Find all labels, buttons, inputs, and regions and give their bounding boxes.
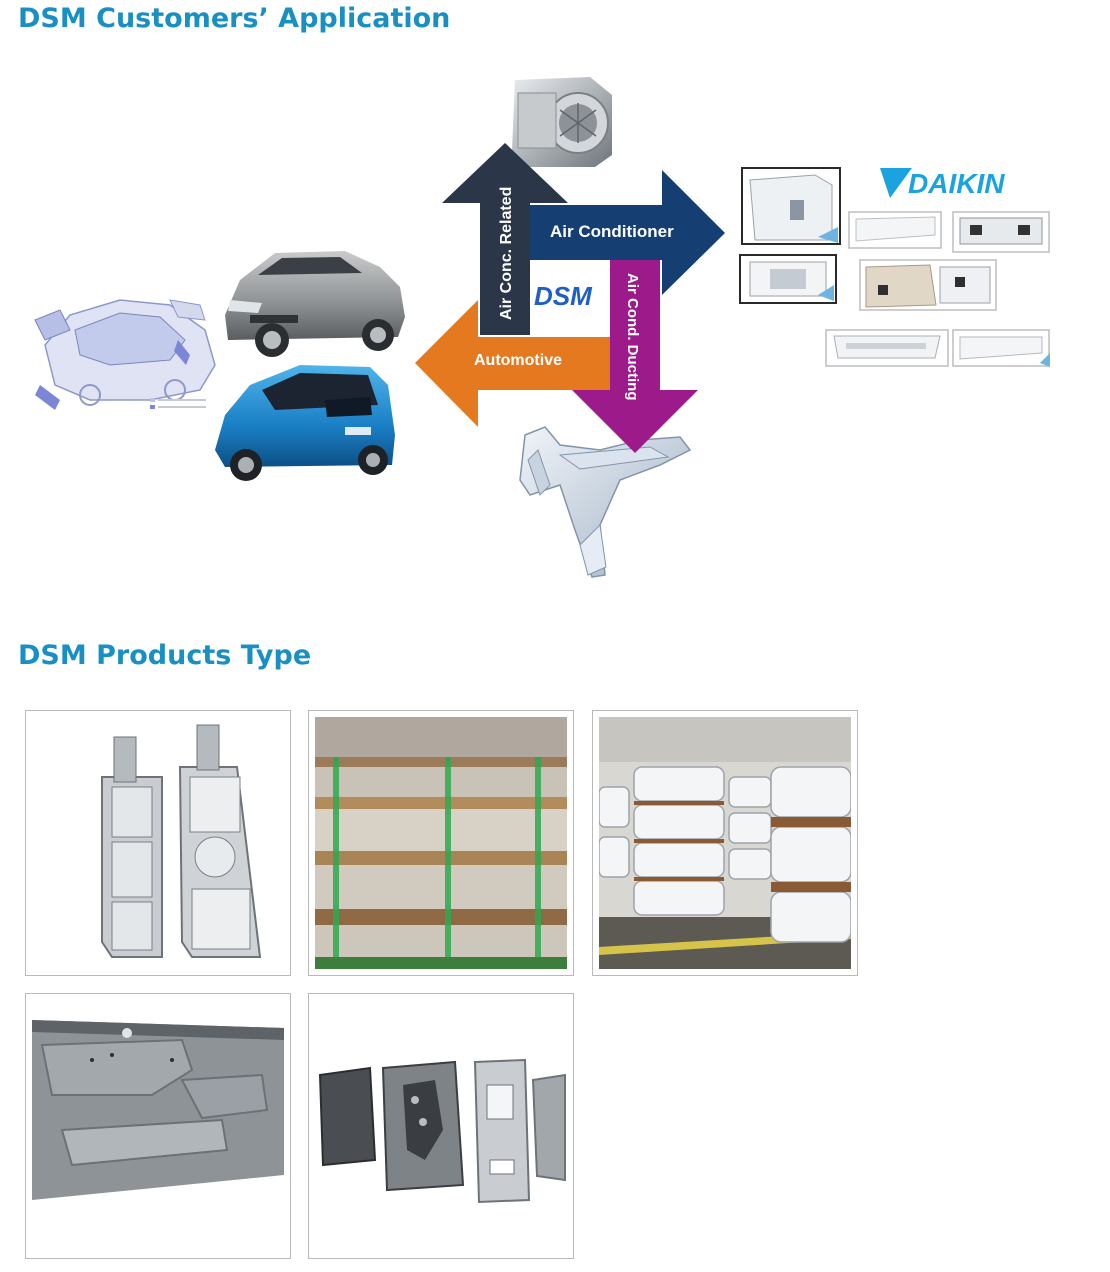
arrow-right-label: Air Conditioner: [550, 222, 674, 241]
arrow-down-label: Air Cond. Ducting: [624, 273, 641, 401]
dsm-center-logo: DSM: [534, 281, 593, 311]
pressed-panel-photo: [32, 1000, 284, 1252]
product-image-stacked-sheets: [308, 710, 574, 976]
application-diagram: Air Conc. Related Air Conditioner Air Co…: [34, 77, 1050, 578]
arrow-air-conc-related: Air Conc. Related: [442, 143, 568, 335]
daikin-logo: DAIKIN: [880, 168, 1005, 199]
daikin-logo-text: DAIKIN: [908, 168, 1005, 199]
product-image-machined-part: [25, 710, 291, 976]
car-body-frame-image: [34, 299, 216, 410]
arrow-automotive: Automotive: [415, 300, 610, 427]
ac-duct-image: [519, 426, 692, 578]
machined-part-photo: [32, 717, 284, 969]
product-image-pressed-panel: [25, 993, 291, 1259]
arrow-left-label: Automotive: [474, 352, 562, 369]
blower-fan-image: [512, 77, 612, 167]
blue-mpv-image: [215, 365, 395, 481]
arrow-up-label: Air Conc. Related: [498, 187, 515, 320]
arrow-air-cond-ducting: Air Cond. Ducting: [572, 260, 698, 453]
customers-application-title: DSM Customers’ Application: [18, 3, 451, 34]
product-image-steel-coils: [592, 710, 858, 976]
ac-unit-images: [739, 167, 1050, 367]
stamped-brackets-photo: [315, 1000, 567, 1252]
stacked-sheets-photo: [315, 717, 567, 969]
arrow-air-conditioner: Air Conditioner: [530, 170, 725, 295]
products-type-title: DSM Products Type: [18, 640, 312, 671]
product-image-stamped-brackets: [308, 993, 574, 1259]
steel-coils-photo: [599, 717, 851, 969]
silver-sedan-image: [225, 251, 405, 357]
